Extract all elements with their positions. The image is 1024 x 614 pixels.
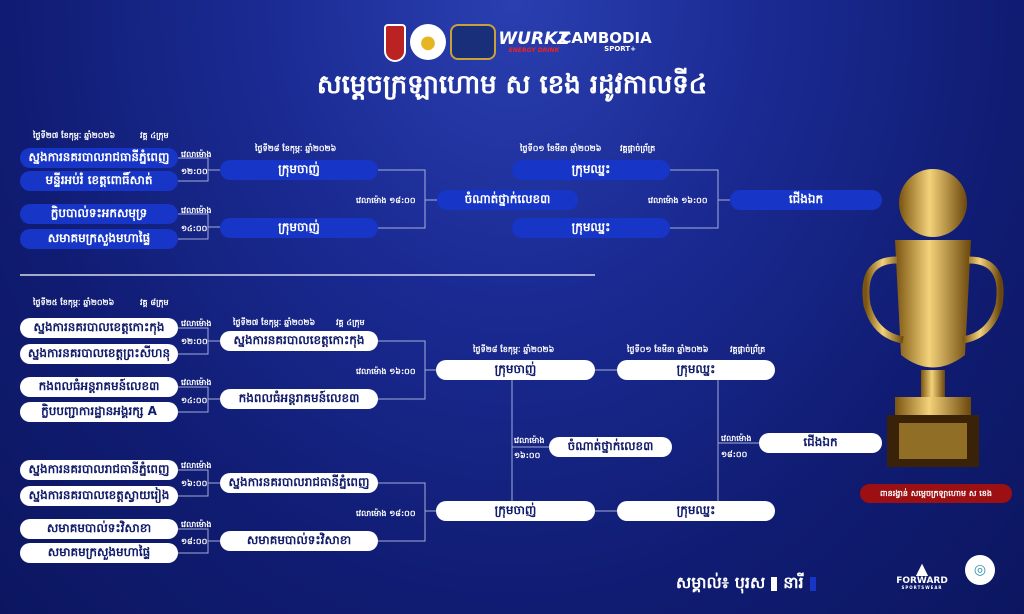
- men-r2-date: ថ្ងៃទី២៧ ខែកុម្ភៈ ឆ្នាំ២០២៦: [233, 318, 316, 327]
- women-r1-stage: វគ្គ ៤ក្រុម: [140, 131, 169, 140]
- time-label: វេលាម៉ោង: [181, 206, 212, 215]
- match-time: ១២:០០: [181, 337, 208, 346]
- wolf-icon: ▲: [915, 558, 929, 578]
- match-time: ១២:០០: [181, 167, 208, 176]
- men-third-place: ចំណាត់ថ្នាក់លេខ៣: [549, 437, 672, 457]
- women-team: ក្លិបបាល់ទះអកសមុទ្រ: [20, 204, 178, 224]
- men-team: ក្លិបបញ្ជាការដ្ឋានអង្គរក្ស A: [20, 402, 178, 422]
- men-r2-team: កងពលធំអន្តរាគមន៍លេខ៣: [220, 389, 378, 409]
- women-final-time: វេលាម៉ោង ១៦:០០: [648, 196, 708, 205]
- men-final-date: ថ្ងៃទី០១ ខែមីនា ឆ្នាំ២០២៦: [627, 345, 709, 354]
- federation-logo: [384, 24, 406, 62]
- legend: សម្គាល់៖ បុរស នារី: [676, 572, 816, 596]
- time-label: វេលាម៉ោង: [181, 520, 212, 529]
- men-r2-time: វេលាម៉ោង ១៦:០០: [356, 367, 416, 376]
- men-winner-slot: ក្រុមឈ្នះ: [617, 501, 775, 521]
- men-team: សមាគមក្រសួងមហាផ្ទៃ: [20, 543, 178, 563]
- match-time: ១៨:០០: [181, 537, 208, 546]
- men-final-stage: វគ្គផ្តាច់ព្រ័ត្រ: [730, 345, 766, 354]
- legend-men-label: បុរស: [734, 573, 766, 592]
- legend-women-swatch: [809, 577, 816, 591]
- time-label: វេលាម៉ោង: [514, 436, 545, 445]
- men-winner-slot: ក្រុមឈ្នះ: [617, 360, 775, 380]
- men-loser-slot: ក្រុមចាញ់: [436, 501, 595, 521]
- men-r2-team: ស្នងការនគរបាលរាជធានីភ្នំពេញ: [220, 473, 378, 493]
- volleyball-logo: ●: [410, 24, 446, 60]
- men-team: ស្នងការនគរបាលខេត្តស្វាយរៀង: [20, 486, 178, 506]
- time-label: វេលាម៉ោង: [181, 319, 212, 328]
- women-loser-slot: ក្រុមចាញ់: [220, 160, 378, 180]
- women-third-time: វេលាម៉ោង ១៨:០០: [356, 196, 416, 205]
- men-team: ស្នងការនគរបាលខេត្តព្រះសីហនុ: [20, 344, 178, 364]
- women-winner-slot: ក្រុមឈ្នះ: [512, 218, 670, 238]
- time-label: វេលាម៉ោង: [721, 434, 752, 443]
- wurkz-logo: WURKZ ENERGY DRINK: [498, 28, 570, 54]
- legend-women-label: នារី: [783, 573, 804, 592]
- trophy-badge: ពានរង្វាន់ សម្តេចក្រឡាហោម ស ខេង: [860, 484, 1012, 503]
- legend-men-swatch: [771, 577, 778, 591]
- men-r1-stage: វគ្គ ៨ក្រុម: [140, 298, 169, 307]
- men-loser-slot: ក្រុមចាញ់: [436, 360, 595, 380]
- time-label: វេលាម៉ោង: [181, 378, 212, 387]
- men-team: កងពលធំអន្តរាគមន៍លេខ៣: [20, 377, 178, 397]
- legend-label: សម្គាល់៖: [676, 573, 729, 592]
- tournament-logo: [450, 24, 496, 60]
- time-label: វេលាម៉ោង: [181, 150, 212, 159]
- page-title: សម្តេចក្រឡាហោម ស ខេង រដូវកាលទី៤: [316, 70, 708, 100]
- men-final-time: ១៨:០០: [721, 450, 748, 459]
- match-time: ១៤:០០: [181, 224, 208, 233]
- women-r1-date: ថ្ងៃទី២៧ ខែកុម្ភៈ ឆ្នាំ២០២៦: [33, 131, 116, 140]
- women-team: ស្នងការនគរបាលរាជធានីភ្នំពេញ: [20, 148, 178, 168]
- trophy-icon: [862, 169, 1004, 467]
- men-team: សមាគមបាល់ទះវិសាខា: [20, 519, 178, 539]
- men-r2-team: ស្នងការនគរបាលខេត្តកោះកុង: [220, 331, 378, 351]
- women-winner-slot: ក្រុមឈ្នះ: [512, 160, 670, 180]
- men-r2-stage: វគ្គ ៤ក្រុម: [336, 318, 365, 327]
- men-semi-date: ថ្ងៃទី២៨ ខែកុម្ភៈ ឆ្នាំ២០២៦: [473, 345, 555, 354]
- men-team: ស្នងការនគរបាលខេត្តកោះកុង: [20, 318, 178, 338]
- women-team: សមាគមក្រសួងមហាផ្ទៃ: [20, 229, 178, 249]
- match-time: ១៦:០០: [181, 479, 208, 488]
- men-team: ស្នងការនគរបាលរាជធានីភ្នំពេញ: [20, 460, 178, 480]
- women-champion: ជើងឯក: [730, 190, 882, 210]
- women-loser-slot: ក្រុមចាញ់: [220, 218, 378, 238]
- forward-logo: ▲ FORWARD SPORTSWEAR: [896, 558, 948, 590]
- men-third-time: ១៦:០០: [514, 451, 541, 460]
- women-final-stage: វគ្គផ្តាច់ព្រ័ត្រ: [620, 144, 656, 153]
- women-r2-date: ថ្ងៃទី២៨ ខែកុម្ភៈ ឆ្នាំ២០២៦: [255, 144, 337, 153]
- women-third-place: ចំណាត់ថ្នាក់លេខ៣: [437, 190, 578, 210]
- men-r2-team: សមាគមបាល់ទះវិសាខា: [220, 531, 378, 551]
- women-team: មន្ទីរអប់រំ ខេត្តពោធិ៍សាត់: [20, 171, 178, 191]
- men-r1-date: ថ្ងៃទី២៥ ខែកុម្ភៈ ឆ្នាំ២០២៦: [33, 298, 115, 307]
- time-label: វេលាម៉ោង: [181, 461, 212, 470]
- men-r2-time: វេលាម៉ោង ១៨:០០: [356, 509, 416, 518]
- match-time: ១៤:០០: [181, 396, 208, 405]
- cambodia-sport-logo: CAMBODIA SPORT+: [560, 29, 652, 53]
- men-champion: ជើងឯក: [759, 433, 882, 453]
- partner-logo: ◎: [965, 555, 995, 585]
- women-final-date: ថ្ងៃទី០១ ខែមីនា ឆ្នាំ២០២៦: [520, 144, 602, 153]
